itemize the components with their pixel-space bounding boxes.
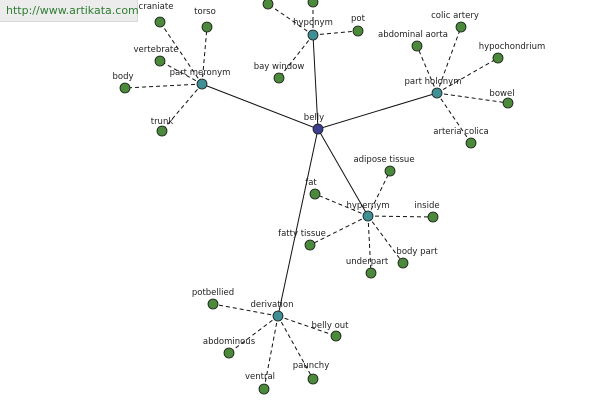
center-node-belly[interactable] xyxy=(312,123,324,135)
word-node-underpart-label: underpart xyxy=(346,257,389,267)
edge-hypernym-underpart xyxy=(367,215,372,274)
word-node-hypo-b[interactable] xyxy=(307,0,319,8)
word-node-bay-window-label: bay window xyxy=(254,62,305,72)
word-node-bowel[interactable] xyxy=(502,97,514,109)
edge-part-meronym-vertebrate xyxy=(159,60,203,85)
relation-node-part-meronym[interactable] xyxy=(196,78,208,90)
edge-part-holonym-colic-artery xyxy=(436,26,462,94)
word-node-belly-out-label: belly out xyxy=(311,321,349,331)
word-node-paunchy[interactable] xyxy=(307,373,319,385)
relation-node-hypernym-label: hypernym xyxy=(346,201,389,211)
edge-part-holonym-abdominal-aorta xyxy=(416,45,438,94)
word-node-vertebrate-label: vertebrate xyxy=(134,45,179,55)
word-node-abdominal-aorta[interactable] xyxy=(411,40,423,52)
word-node-colic-artery[interactable] xyxy=(455,21,467,33)
word-node-belly-out[interactable] xyxy=(330,330,342,342)
edge-derivation-paunchy xyxy=(277,315,314,380)
word-node-inside-label: inside xyxy=(414,201,439,211)
word-node-body-part-label: body part xyxy=(396,247,438,257)
site-url-link[interactable]: http://www.artikata.com xyxy=(0,0,139,22)
word-node-trunk[interactable] xyxy=(156,125,168,137)
word-node-potbellied[interactable] xyxy=(207,298,219,310)
relation-node-part-meronym-label: part meronym xyxy=(170,68,231,78)
word-node-body[interactable] xyxy=(119,82,131,94)
word-node-hypochondrium-label: hypochondrium xyxy=(479,42,546,52)
relation-node-derivation[interactable] xyxy=(272,310,284,322)
edge-derivation-abdominous xyxy=(228,315,279,354)
edge-belly-part-meronym xyxy=(201,83,319,130)
word-node-adipose-tissue[interactable] xyxy=(384,165,396,177)
relation-node-hyponym-label: hyponym xyxy=(293,18,333,28)
word-node-fat[interactable] xyxy=(309,188,321,200)
word-node-bay-window[interactable] xyxy=(273,72,285,84)
word-node-arteria-colica-label: arteria colica xyxy=(433,127,489,137)
word-node-abdominal-aorta-label: abdominal aorta xyxy=(378,30,448,40)
word-node-hypo-a[interactable] xyxy=(262,0,274,10)
relation-node-part-holonym[interactable] xyxy=(431,87,443,99)
edge-hyponym-hypo-a xyxy=(267,3,314,36)
word-node-abdominous[interactable] xyxy=(223,347,235,359)
word-node-arteria-colica[interactable] xyxy=(465,137,477,149)
edge-belly-hypernym xyxy=(317,128,369,217)
word-node-pot-label: pot xyxy=(351,14,366,24)
word-node-hypochondrium[interactable] xyxy=(492,52,504,64)
word-node-body-label: body xyxy=(112,72,133,82)
word-node-torso-label: torso xyxy=(194,7,216,17)
edge-hyponym-pot xyxy=(312,30,359,36)
word-node-body-part[interactable] xyxy=(397,257,409,269)
word-node-fatty-tissue-label: fatty tissue xyxy=(278,229,326,239)
edge-part-holonym-bowel xyxy=(436,92,509,104)
edge-part-meronym-body xyxy=(124,83,203,89)
word-node-fatty-tissue[interactable] xyxy=(304,239,316,251)
edge-part-meronym-craniate xyxy=(159,21,203,85)
edge-layer xyxy=(124,2,509,390)
edge-belly-derivation xyxy=(277,128,319,317)
word-node-ventral[interactable] xyxy=(258,383,270,395)
edge-part-meronym-torso xyxy=(201,26,208,85)
relation-node-hypernym[interactable] xyxy=(362,210,374,222)
relation-node-part-holonym-label: part holonym xyxy=(405,77,462,87)
relation-node-derivation-label: derivation xyxy=(250,300,293,310)
edge-hypernym-body-part xyxy=(367,215,404,264)
center-node-belly-label: belly xyxy=(304,113,324,123)
word-node-adipose-tissue-label: adipose tissue xyxy=(353,155,414,165)
word-node-paunchy-label: paunchy xyxy=(293,361,329,371)
word-node-craniate-label: craniate xyxy=(139,2,174,12)
word-node-potbellied-label: potbellied xyxy=(192,288,234,298)
edge-derivation-ventral xyxy=(263,315,279,390)
word-node-bowel-label: bowel xyxy=(489,89,514,99)
word-node-underpart[interactable] xyxy=(365,267,377,279)
word-node-vertebrate[interactable] xyxy=(154,55,166,67)
word-node-abdominous-label: abdominous xyxy=(203,337,256,347)
edge-part-holonym-hypochondrium xyxy=(436,57,499,94)
word-node-colic-artery-label: colic artery xyxy=(431,11,479,21)
word-node-inside[interactable] xyxy=(427,211,439,223)
word-node-craniate[interactable] xyxy=(154,16,166,28)
word-node-torso[interactable] xyxy=(201,21,213,33)
edge-hyponym-bay-window xyxy=(278,34,314,79)
edge-hypernym-fatty-tissue xyxy=(309,215,369,246)
edge-part-holonym-arteria-colica xyxy=(436,92,472,144)
edge-belly-hyponym xyxy=(312,34,319,130)
relation-node-hyponym[interactable] xyxy=(307,29,319,41)
edge-hypernym-fat xyxy=(314,193,369,217)
label-layer: pot bay window craniate torso vertebrate body… xyxy=(112,2,545,382)
edge-hypernym-inside xyxy=(367,215,434,218)
node-layer xyxy=(119,0,514,395)
word-node-pot[interactable] xyxy=(352,25,364,37)
edge-hypernym-adipose-tissue xyxy=(367,170,391,217)
word-node-trunk-label: trunk xyxy=(151,117,174,127)
edge-part-meronym-trunk xyxy=(161,83,203,132)
word-node-fat-label: fat xyxy=(305,178,317,188)
edge-derivation-belly-out xyxy=(277,315,337,337)
edge-belly-part-holonym xyxy=(317,92,438,130)
word-node-ventral-label: ventral xyxy=(245,372,275,382)
